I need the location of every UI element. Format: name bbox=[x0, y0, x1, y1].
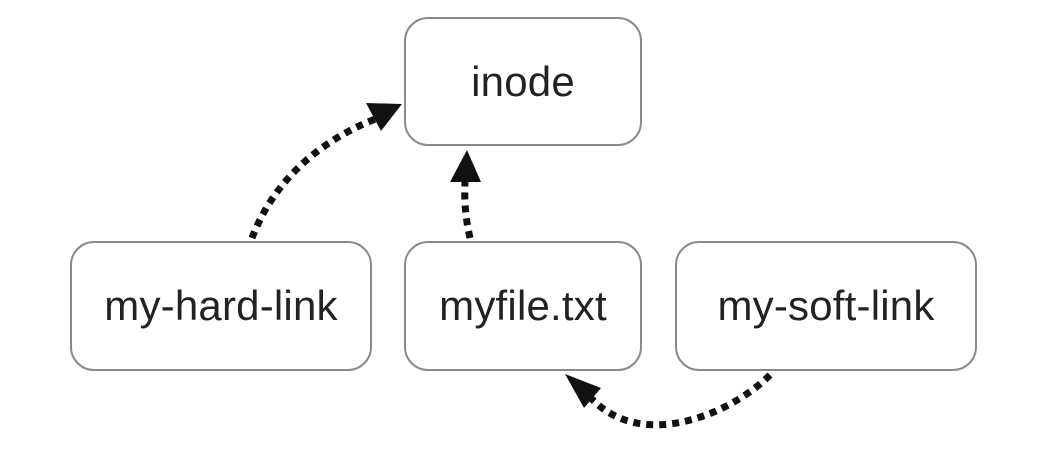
arrow-soft-link-to-file bbox=[565, 372, 773, 429]
inode-label: inode bbox=[471, 57, 575, 105]
soft-link-node: my-soft-link bbox=[675, 241, 977, 371]
file-label: myfile.txt bbox=[439, 282, 607, 329]
arrow-file-to-inode bbox=[450, 150, 481, 239]
arrow-hard-link-to-inode bbox=[248, 103, 402, 240]
file-node: myfile.txt bbox=[404, 241, 642, 371]
hard-link-node: my-hard-link bbox=[70, 241, 372, 371]
soft-link-label: my-soft-link bbox=[717, 282, 935, 329]
hard-link-label: my-hard-link bbox=[104, 282, 338, 329]
inode-node: inode bbox=[404, 17, 642, 146]
